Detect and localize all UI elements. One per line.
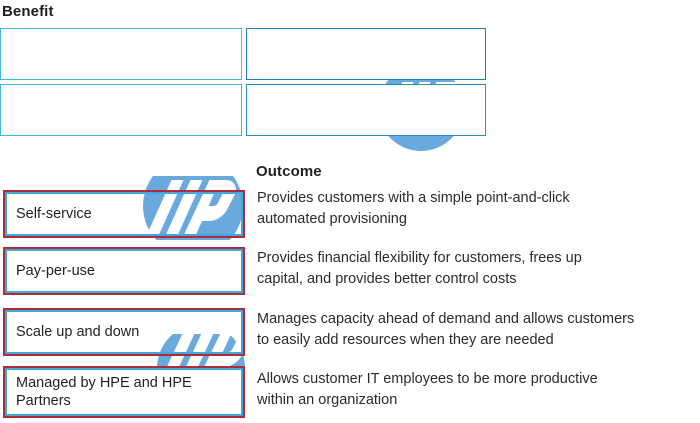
- benefit-box-inner: Managed by HPE and HPE Partners: [5, 368, 243, 416]
- outcome-column-header: Outcome: [256, 163, 322, 180]
- benefit-label: Pay-per-use: [16, 263, 95, 279]
- benefit-box-inner: Scale up and down: [5, 310, 243, 354]
- outcome-line: Allows customer IT employees to be more …: [257, 371, 598, 387]
- outcome-line: within an organization: [257, 392, 398, 408]
- benefit-box-managed-by-hpe[interactable]: Managed by HPE and HPE Partners: [3, 366, 245, 418]
- benefit-box-self-service[interactable]: Self-service: [3, 190, 245, 238]
- outcome-text-scale-up-and-down: Manages capacity ahead of demand and all…: [257, 309, 697, 351]
- benefit-label: Scale up and down: [16, 324, 140, 340]
- outcome-text-self-service: Provides customers with a simple point-a…: [257, 188, 697, 230]
- outcome-line: Manages capacity ahead of demand and all…: [257, 311, 635, 327]
- benefit-empty-cell-r2c1[interactable]: [0, 84, 242, 136]
- benefit-column-header: Benefit: [2, 3, 54, 20]
- outcome-line: automated provisioning: [257, 211, 407, 227]
- outcome-text-managed-by-hpe: Allows customer IT employees to be more …: [257, 369, 697, 411]
- benefit-label: Self-service: [16, 206, 92, 222]
- benefit-box-inner: Pay-per-use: [5, 249, 243, 293]
- benefit-label: Managed by HPE and HPE Partners: [16, 375, 192, 409]
- benefit-empty-cell-r1c2[interactable]: [246, 28, 486, 80]
- outcome-line: to easily add resources when they are ne…: [257, 332, 554, 348]
- outcome-text-pay-per-use: Provides financial flexibility for custo…: [257, 248, 697, 290]
- benefit-box-scale-up-and-down[interactable]: Scale up and down: [3, 308, 245, 356]
- outcome-line: capital, and provides better control cos…: [257, 271, 517, 287]
- benefit-box-pay-per-use[interactable]: Pay-per-use: [3, 247, 245, 295]
- benefit-box-inner: Self-service: [5, 192, 243, 236]
- benefit-empty-cell-r2c2[interactable]: [246, 84, 486, 136]
- outcome-line: Provides customers with a simple point-a…: [257, 190, 570, 206]
- outcome-line: Provides financial flexibility for custo…: [257, 250, 582, 266]
- benefit-empty-cell-r1c1[interactable]: [0, 28, 242, 80]
